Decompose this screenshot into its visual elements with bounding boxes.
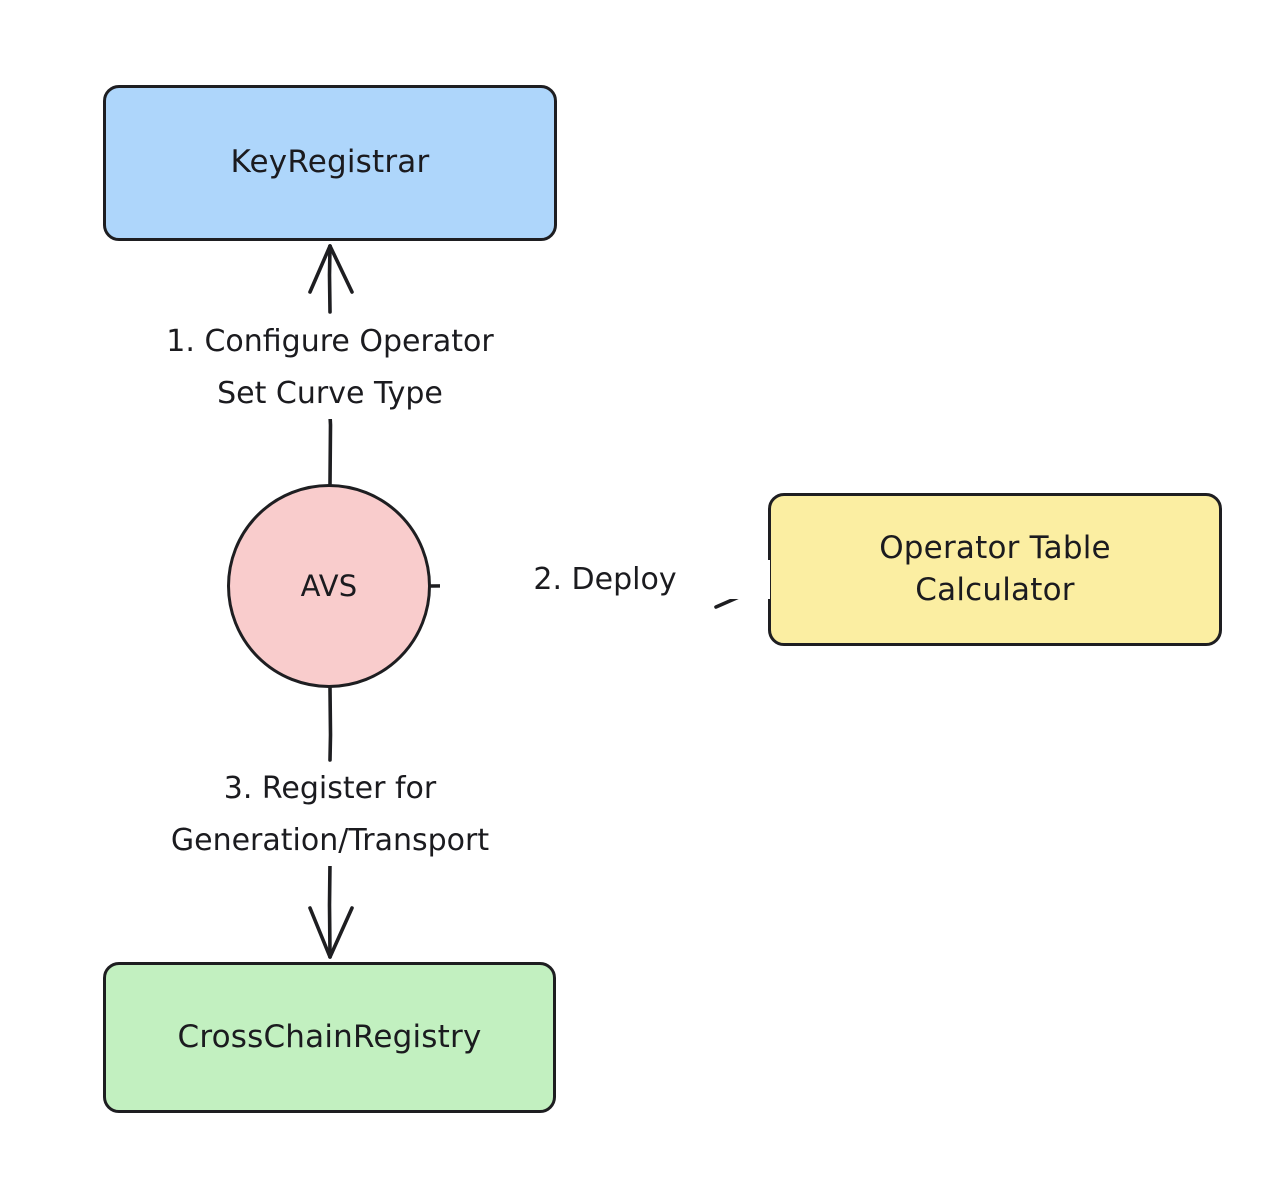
- edge-avs-to-crosschainregistry: [308, 686, 354, 959]
- node-operator-table-calculator-label: Operator Table Calculator: [879, 529, 1111, 608]
- edge-label-deploy: 2. Deploy: [440, 560, 770, 599]
- node-crosschainregistry[interactable]: CrossChainRegistry: [103, 962, 556, 1113]
- edge-label-configure-operator-set-curve-type: 1. Configure Operator Set Curve Type: [60, 316, 600, 420]
- node-keyregistrar[interactable]: KeyRegistrar: [103, 85, 557, 241]
- node-avs-label: AVS: [300, 568, 358, 603]
- node-crosschainregistry-label: CrossChainRegistry: [177, 1018, 482, 1055]
- node-operator-table-calculator[interactable]: Operator Table Calculator: [768, 493, 1222, 646]
- node-keyregistrar-label: KeyRegistrar: [230, 144, 430, 181]
- node-avs[interactable]: AVS: [227, 484, 431, 688]
- edge-label-register-for-generation-transport: 3. Register for Generation/Transport: [40, 763, 620, 867]
